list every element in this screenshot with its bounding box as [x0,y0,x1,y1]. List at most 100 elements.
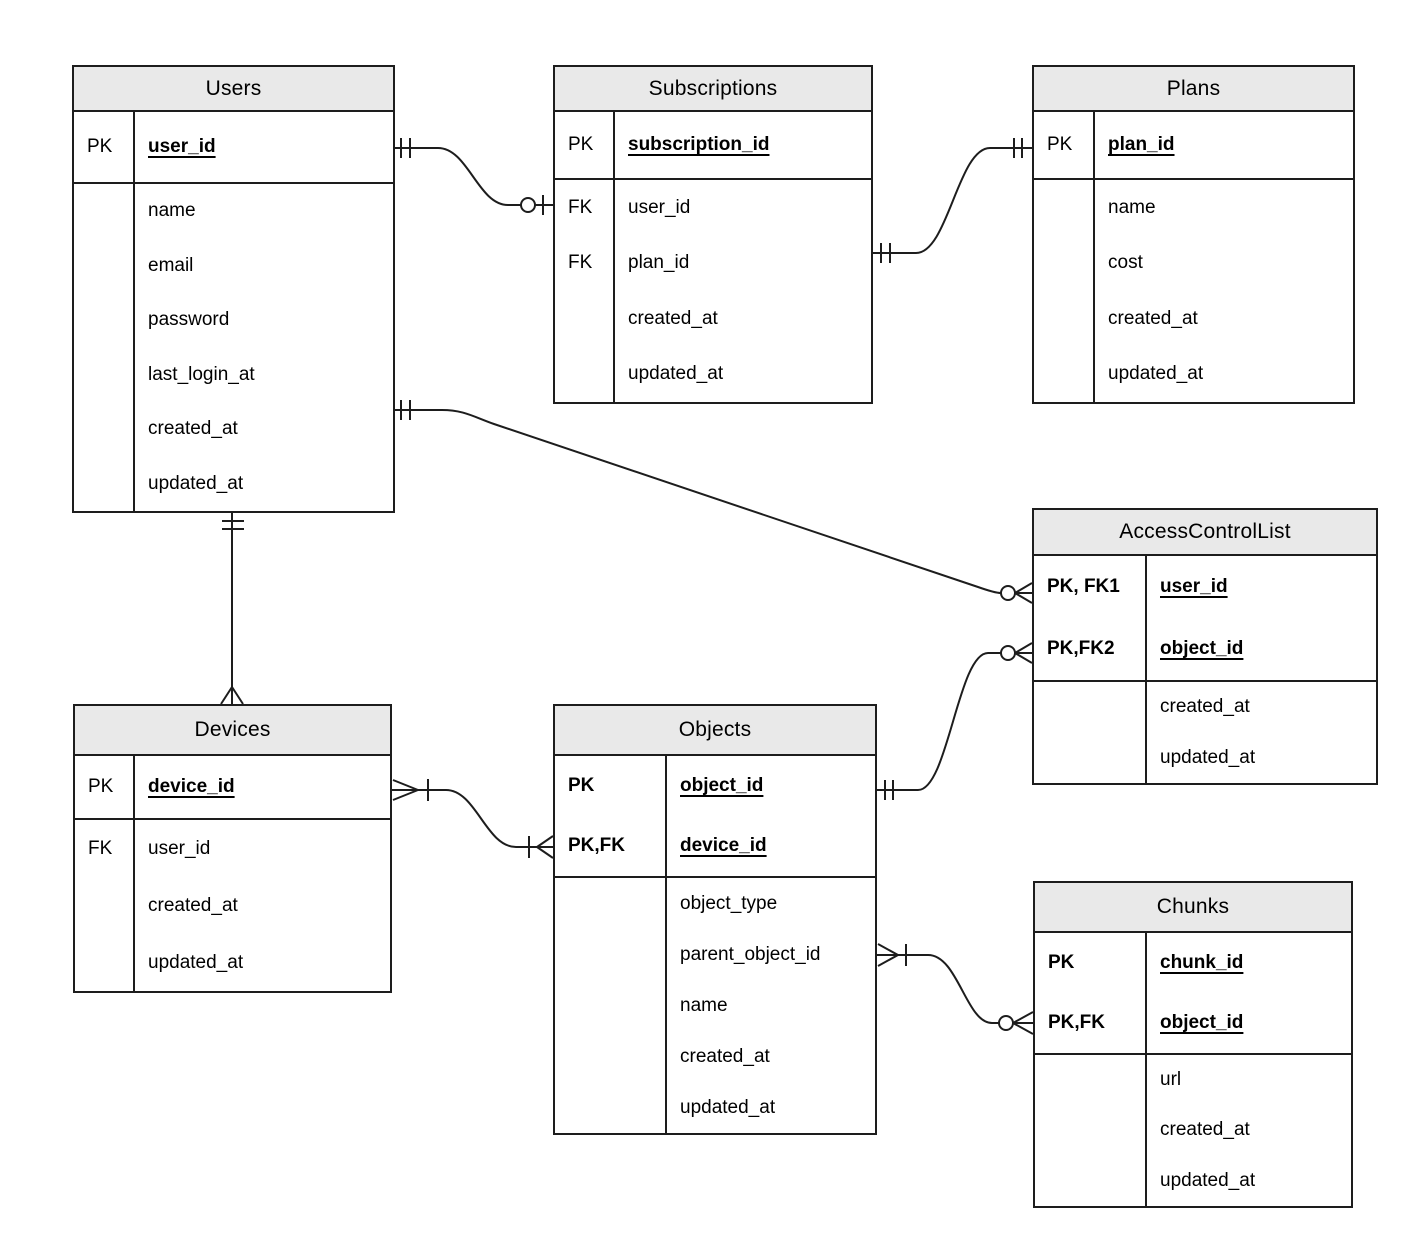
field-name: updated_at [680,1096,776,1118]
field-name: user_id [148,837,211,859]
attribute-group: created_at updated_at [1034,680,1376,783]
field-name: updated_at [1160,1169,1256,1191]
table-row: updated_at [555,1082,875,1133]
key-label [555,291,615,347]
table-row: name [555,980,875,1031]
table-row: name [74,184,393,239]
table-row: updated_at [75,934,390,991]
attribute-group: FK user_id FK plan_id created_at updated… [555,178,871,402]
cardinality-many-glyph [877,943,899,967]
relationship-devices-objects [392,779,554,859]
field-name: password [148,309,230,331]
field-name: user_id [1160,576,1228,597]
table-row: PK object_id [555,756,875,816]
table-row: FK user_id [555,180,871,236]
key-label: PK,FK [1035,993,1147,1053]
table-row: PK user_id [74,112,393,182]
table-row: updated_at [555,346,871,402]
table-row: updated_at [1034,346,1353,402]
field-name: device_id [148,776,235,797]
key-label [1035,1105,1147,1156]
field-name: email [148,254,194,276]
field-name: created_at [148,894,238,916]
table-title: Devices [75,706,390,756]
attribute-group: name cost created_at updated_at [1034,178,1353,402]
table-row: PK,FK2 object_id [1034,618,1376,680]
table-row: updated_at [1035,1155,1351,1206]
cardinality-many-glyph [220,686,244,705]
key-label [1034,682,1147,733]
table-title: AccessControlList [1034,510,1376,556]
field-name: created_at [1108,307,1198,329]
cardinality-exactly-one-glyph [222,520,244,530]
key-label: FK [75,820,135,877]
entity-table-devices[interactable]: Devices PK device_id FK user_id created_… [73,704,392,993]
field-name: name [148,200,196,222]
table-row: PK subscription_id [555,112,871,178]
field-name: subscription_id [628,134,770,155]
cardinality-many-glyph [1012,1011,1034,1035]
cardinality-zero-glyph [998,1015,1014,1031]
field-name: url [1160,1069,1182,1091]
cardinality-exactly-one-glyph [880,243,891,263]
table-title: Users [74,67,393,112]
table-title: Objects [555,706,875,756]
field-name: updated_at [148,951,244,973]
field-name: updated_at [1108,363,1204,385]
key-label: PK, FK1 [1034,556,1147,618]
key-label [555,1031,667,1082]
table-row: PK device_id [75,756,390,818]
attribute-group: name email password last_login_at create… [74,182,393,511]
key-label: PK [555,756,667,816]
relationship-wire [395,409,1002,594]
table-row: password [74,293,393,348]
key-label: FK [555,235,615,291]
field-name: updated_at [1160,746,1256,768]
key-label [74,347,135,402]
key-label: PK,FK2 [1034,618,1147,680]
table-row: name [1034,180,1353,236]
field-name: object_type [680,892,778,914]
cardinality-exactly-one-glyph [1013,138,1023,158]
field-name: cost [1108,252,1143,274]
key-label [75,934,135,991]
cardinality-zero-glyph [520,197,536,213]
table-row: PK,FK device_id [555,816,875,876]
primary-key-group: PK plan_id [1034,112,1353,178]
table-row: PK plan_id [1034,112,1353,178]
key-label [1034,346,1095,402]
table-row: cost [1034,235,1353,291]
field-name: created_at [628,307,718,329]
key-label [1035,1055,1147,1106]
table-row: created_at [1035,1105,1351,1156]
attribute-group: object_type parent_object_id name create… [555,876,875,1133]
cardinality-exactly-one-glyph [884,780,894,800]
entity-table-objects[interactable]: Objects PK object_id PK,FK device_id obj… [553,704,877,1135]
field-name: updated_at [148,472,244,494]
table-row: PK, FK1 user_id [1034,556,1376,618]
entity-table-plans[interactable]: Plans PK plan_id name cost created_at [1032,65,1355,404]
entity-table-users[interactable]: Users PK user_id name email password l [72,65,395,513]
field-name: updated_at [628,363,724,385]
key-label [74,456,135,511]
entity-table-subscriptions[interactable]: Subscriptions PK subscription_id FK user… [553,65,873,404]
field-name: device_id [680,835,767,856]
key-label [555,1082,667,1133]
key-label: PK [555,112,615,178]
cardinality-many-glyph [392,779,419,801]
table-row: url [1035,1055,1351,1106]
relationship-wire [873,147,1032,254]
entity-table-chunks[interactable]: Chunks PK chunk_id PK,FK object_id url c… [1033,881,1353,1208]
entity-table-access-control-list[interactable]: AccessControlList PK, FK1 user_id PK,FK2… [1032,508,1378,785]
relationship-wire [418,789,537,848]
table-row: created_at [74,402,393,457]
field-name: created_at [1160,696,1250,718]
relationship-wire [898,954,999,1024]
relationship-objects-chunks [877,943,1034,1035]
key-label [1034,180,1095,236]
field-name: last_login_at [148,363,255,385]
key-label [74,402,135,457]
relationship-subscriptions-plans [873,138,1032,263]
field-name: user_id [148,136,216,157]
key-label [74,184,135,239]
